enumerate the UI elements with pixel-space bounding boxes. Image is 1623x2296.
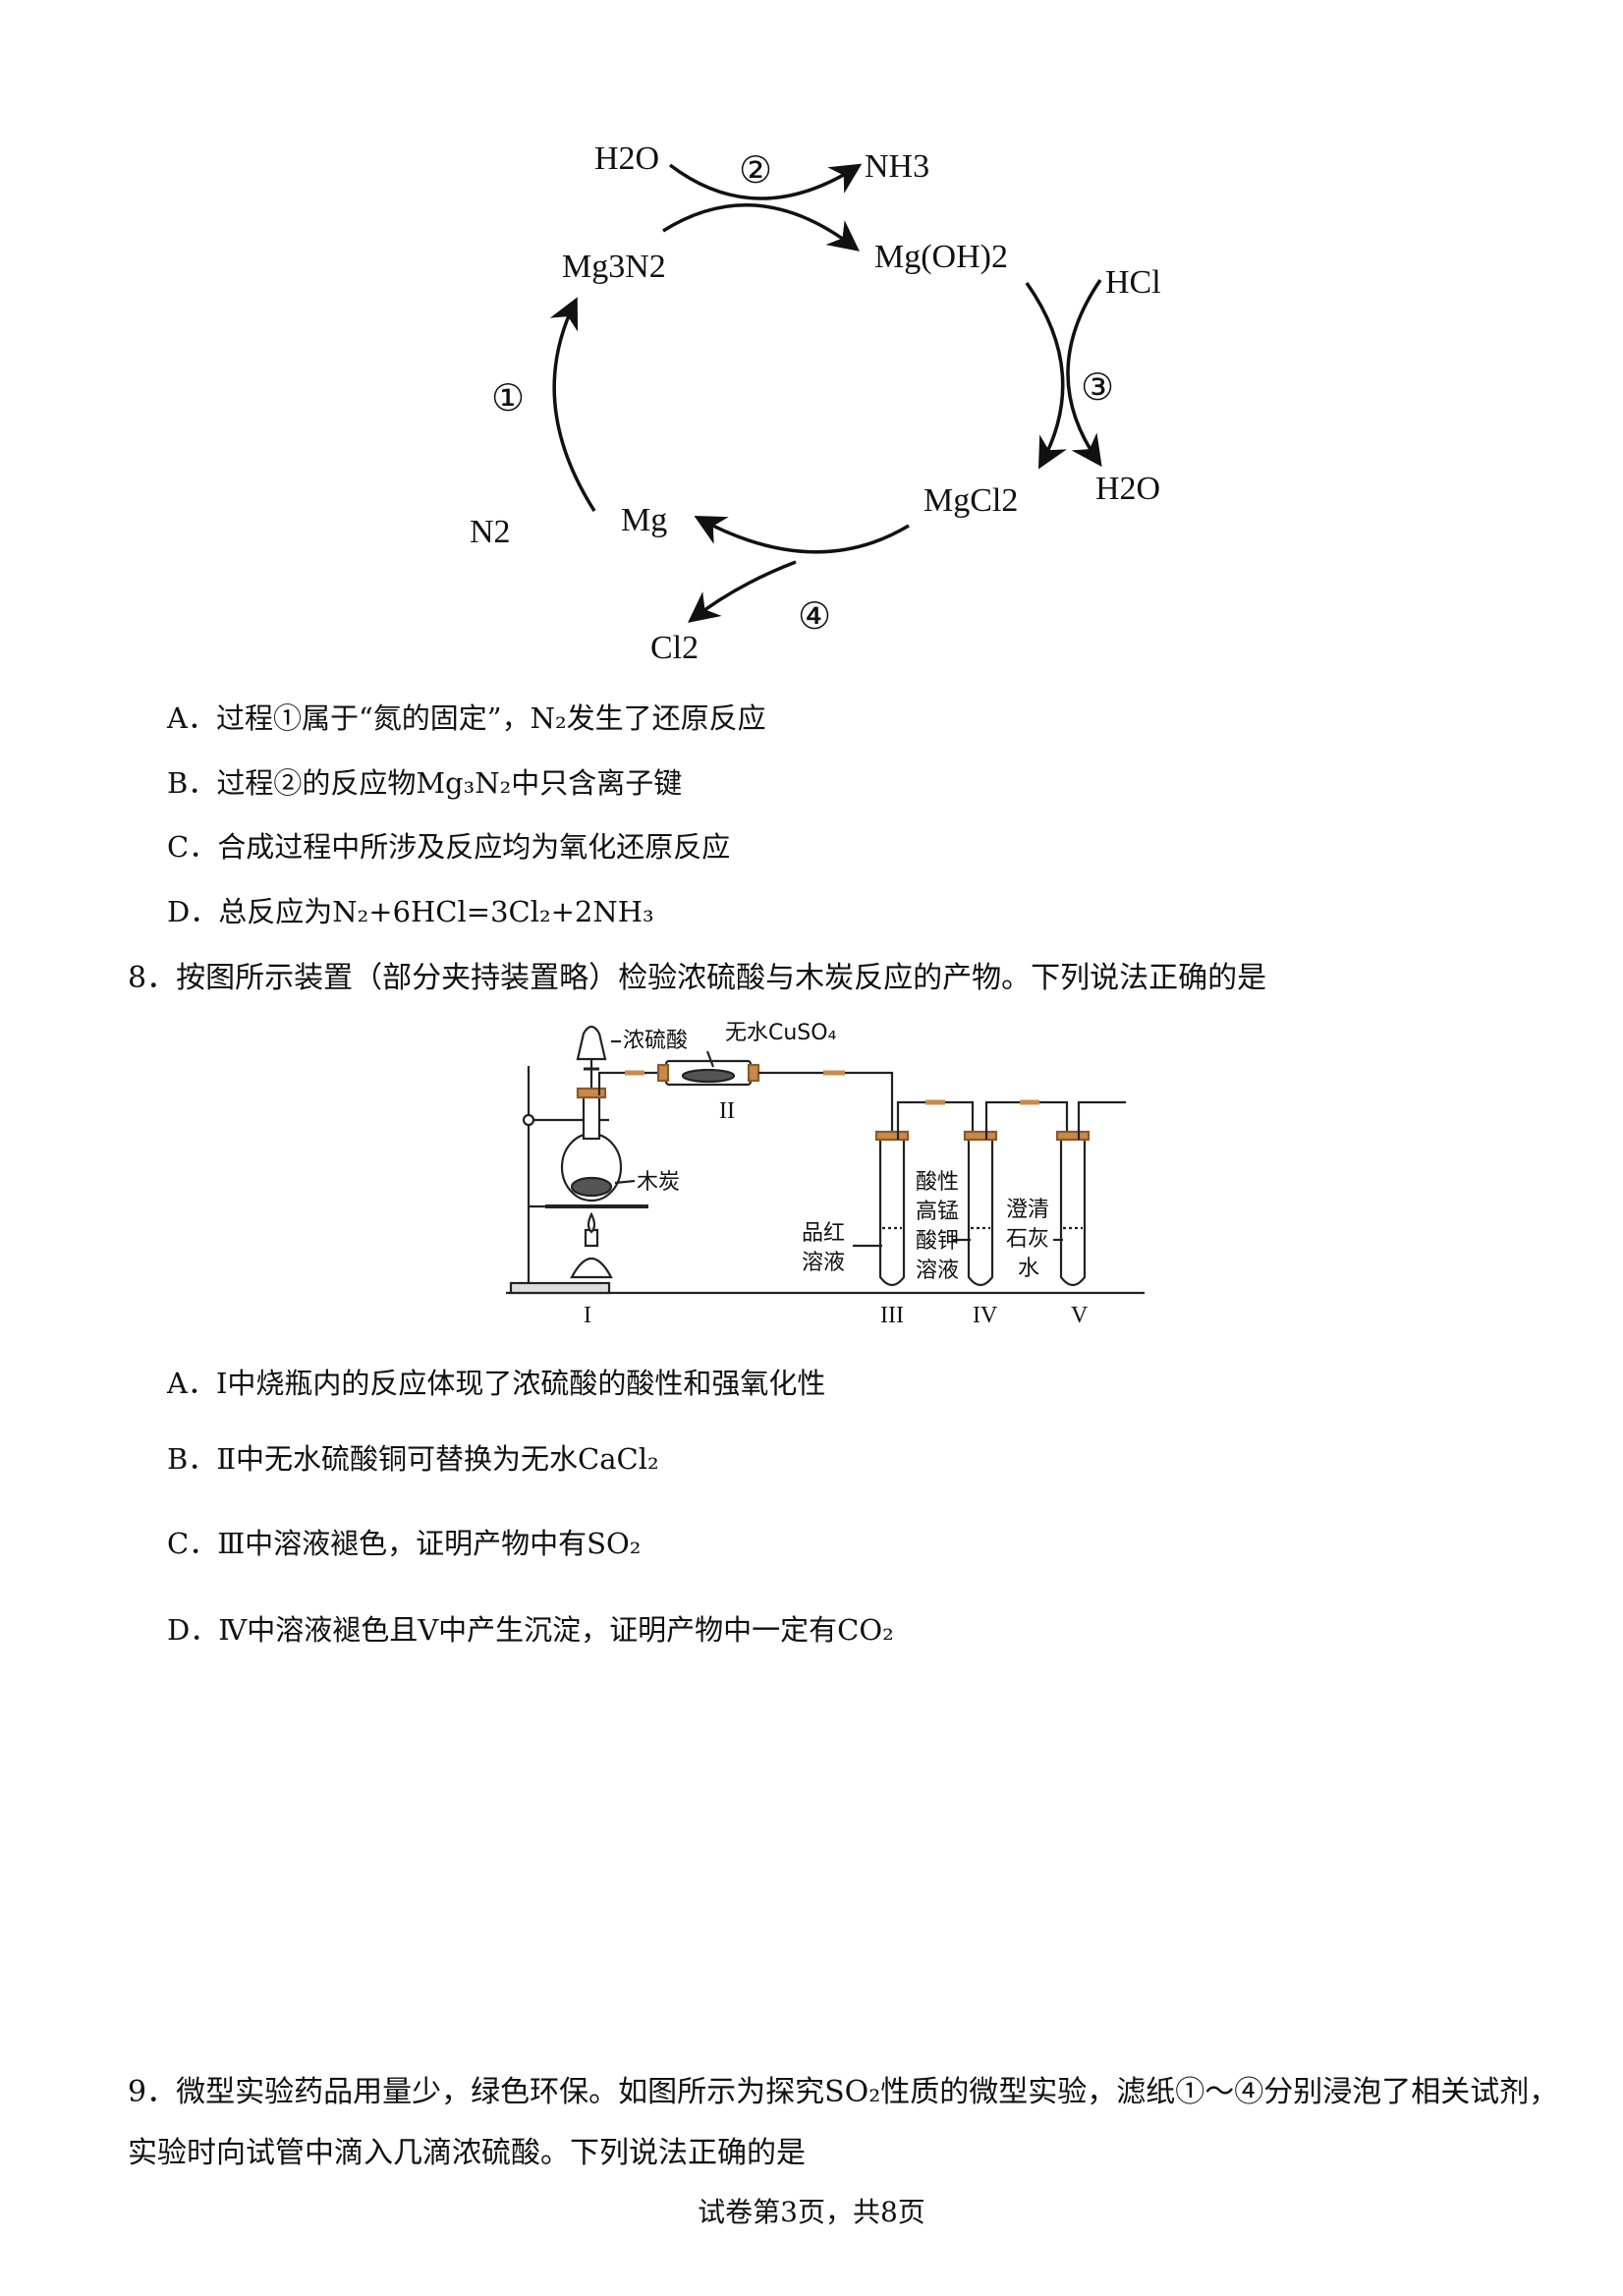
label-kmno4-1: 酸性 [916,1170,959,1195]
label-cl2: Cl2 [650,630,699,666]
q8-option-a: A．Ⅰ中烧瓶内的反应体现了浓硫酸的酸性和强氧化性 [167,1361,825,1402]
label-kmno4-2: 高锰 [916,1200,959,1224]
q7-option-a: A．过程①属于“氮的固定”，N₂发生了还原反应 [167,696,766,737]
label-roman-1: I [584,1303,591,1328]
option-text: Ⅲ中溶液褪色，证明产物中有SO₂ [217,1527,642,1560]
label-step3: ③ [1081,367,1114,409]
option-letter: B． [167,766,217,800]
label-step1: ① [491,378,525,420]
option-letter: D． [167,895,219,928]
option-text: Ⅱ中无水硫酸铜可替换为无水CaCl₂ [216,1442,659,1476]
arrow-step2-side [668,163,863,200]
option-text: 过程①属于“氮的固定”，N₂发生了还原反应 [215,701,766,735]
label-h2o-in: H2O [594,140,659,177]
question-text: 微型实验药品用量少，绿色环保。如图所示为探究SO₂性质的微型实验，滤纸①～④分别… [176,2075,1559,2109]
page-footer: 试卷第3页，共8页 [698,2196,925,2228]
q7-option-d: D．总反应为N₂+6HCl=3Cl₂+2NH₃ [167,889,654,930]
arrow-step2-main [662,203,860,252]
option-text: 过程②的反应物Mg₃N₂中只含离子键 [216,766,683,800]
label-lime-1: 澄清 [1006,1198,1049,1222]
label-step4: ④ [798,596,831,638]
arrow-step4-main [694,515,910,554]
q8-option-c: C．Ⅲ中溶液褪色，证明产物中有SO₂ [167,1521,641,1562]
label-kmno4-3: 酸钾 [916,1229,959,1254]
arrow-step1-main [549,297,596,512]
label-step2: ② [739,150,772,192]
arrow-step3-main [1025,281,1067,470]
q9-stem-line1: 9．微型实验药品用量少，绿色环保。如图所示为探究SO₂性质的微型实验，滤纸①～④… [128,2067,1558,2110]
option-text: Ⅳ中溶液褪色且Ⅴ中产生沉淀，证明产物中一定有CO₂ [218,1613,894,1647]
option-text: Ⅰ中烧瓶内的反应体现了浓硫酸的酸性和强氧化性 [215,1367,826,1400]
question-text: 实验时向试管中滴入几滴浓硫酸。下列说法正确的是 [128,2136,806,2170]
label-acid: 浓硫酸 [623,1029,688,1053]
q7-option-c: C．合成过程中所涉及反应均为氧化还原反应 [167,824,730,866]
q8-option-d: D．Ⅳ中溶液褪色且Ⅴ中产生沉淀，证明产物中一定有CO₂ [167,1607,894,1649]
q8-stem: 8．按图所示装置（部分夹持装置略）检验浓硫酸与木炭反应的产物。下列说法正确的是 [128,953,1266,996]
label-mgcl2: MgCl2 [923,482,1018,519]
label-lime-3: 水 [1018,1257,1039,1281]
option-letter: B． [167,1442,217,1476]
label-nh3: NH3 [865,148,929,185]
option-text: 总反应为N₂+6HCl=3Cl₂+2NH₃ [218,895,654,928]
q9-stem-line2: 实验时向试管中滴入几滴浓硫酸。下列说法正确的是 [128,2128,806,2171]
label-charcoal: 木炭 [637,1170,680,1195]
label-mgoh2: Mg(OH)2 [874,239,1008,275]
option-letter: C． [167,830,218,864]
arrow-step3-side [1066,279,1102,468]
label-h2o-out: H2O [1095,471,1160,507]
option-text: 合成过程中所涉及反应均为氧化还原反应 [217,830,731,864]
option-letter: D． [167,1613,219,1647]
label-roman-2: II [719,1098,735,1124]
label-pinhong-2: 溶液 [802,1251,845,1275]
label-roman-5: V [1071,1303,1089,1328]
question-text: 按图所示装置（部分夹持装置略）检验浓硫酸与木炭反应的产物。下列说法正确的是 [176,961,1267,995]
label-mg3n2: Mg3N2 [562,249,666,285]
cycle-diagram: H2O NH3 Mg3N2 Mg(OH)2 HCl H2O MgCl2 Mg N… [470,140,1161,666]
option-letter: A． [167,1367,216,1400]
arrow-step4-side [688,560,797,623]
label-kmno4-4: 溶液 [916,1259,959,1283]
label-pinhong-1: 品红 [802,1221,845,1246]
question-number: 8． [128,961,177,995]
label-n2: N2 [470,514,511,550]
option-letter: A． [167,701,216,735]
label-mg: Mg [621,502,667,538]
question-number: 9． [128,2075,177,2109]
option-letter: C． [167,1527,218,1560]
label-hcl: HCl [1105,264,1161,301]
apparatus-figure: 浓硫酸 无水CuSO₄ 木炭 品红 溶液 酸性 高锰 酸钾 溶液 澄清 石灰 水… [506,1021,1145,1328]
label-cuso4: 无水CuSO₄ [725,1021,837,1045]
label-roman-3: III [880,1303,904,1328]
label-roman-4: IV [973,1303,998,1328]
q8-option-b: B．Ⅱ中无水硫酸铜可替换为无水CaCl₂ [167,1436,659,1478]
q7-option-b: B．过程②的反应物Mg₃N₂中只含离子键 [167,760,682,802]
label-lime-2: 石灰 [1006,1227,1049,1252]
